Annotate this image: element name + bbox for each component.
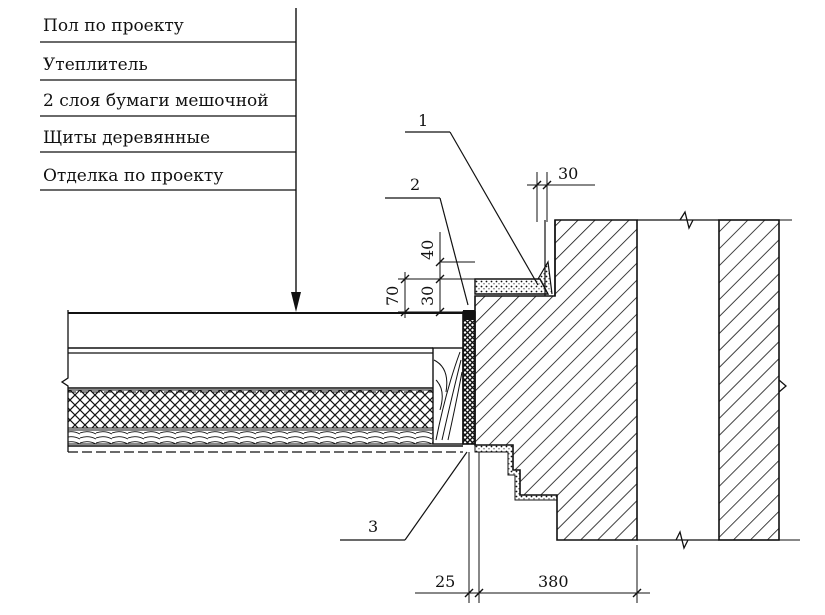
dim-label-25: 25 bbox=[435, 572, 455, 591]
layers-leader-arrow bbox=[291, 8, 301, 312]
floor-buildup bbox=[60, 310, 463, 453]
dimension-30-top: 30 bbox=[527, 164, 595, 222]
dim-label-40: 40 bbox=[418, 240, 437, 260]
timber-block bbox=[432, 347, 464, 445]
dim-label-70: 70 bbox=[383, 286, 402, 306]
layer-label-floor: Пол по проекту bbox=[43, 16, 184, 36]
dimension-bottom: 25 380 bbox=[415, 452, 650, 603]
callout-3: 3 bbox=[340, 451, 468, 541]
masonry-wall bbox=[474, 210, 800, 550]
layer-label-insulation: Утеплитель bbox=[43, 55, 148, 75]
callout-3-label: 3 bbox=[368, 517, 378, 536]
callout-2: 2 bbox=[385, 175, 469, 306]
dim-label-30-side: 30 bbox=[418, 286, 437, 306]
seal-strip bbox=[462, 310, 476, 445]
callout-1-label: 1 bbox=[418, 111, 428, 130]
layer-label-wood-panels: Щиты деревянные bbox=[43, 128, 210, 148]
callout-1: 1 bbox=[405, 111, 539, 286]
layer-labels: Пол по проекту Утеплитель 2 слоя бумаги … bbox=[40, 16, 296, 191]
dim-label-30-top: 30 bbox=[558, 164, 578, 183]
dim-label-380: 380 bbox=[538, 572, 569, 591]
layer-label-paper: 2 слоя бумаги мешочной bbox=[43, 91, 269, 111]
dimension-vertical-stack: 40 70 30 bbox=[383, 232, 475, 318]
layer-label-finish: Отделка по проекту bbox=[43, 166, 223, 186]
callout-2-label: 2 bbox=[410, 175, 420, 194]
mortar-bed bbox=[474, 260, 553, 295]
